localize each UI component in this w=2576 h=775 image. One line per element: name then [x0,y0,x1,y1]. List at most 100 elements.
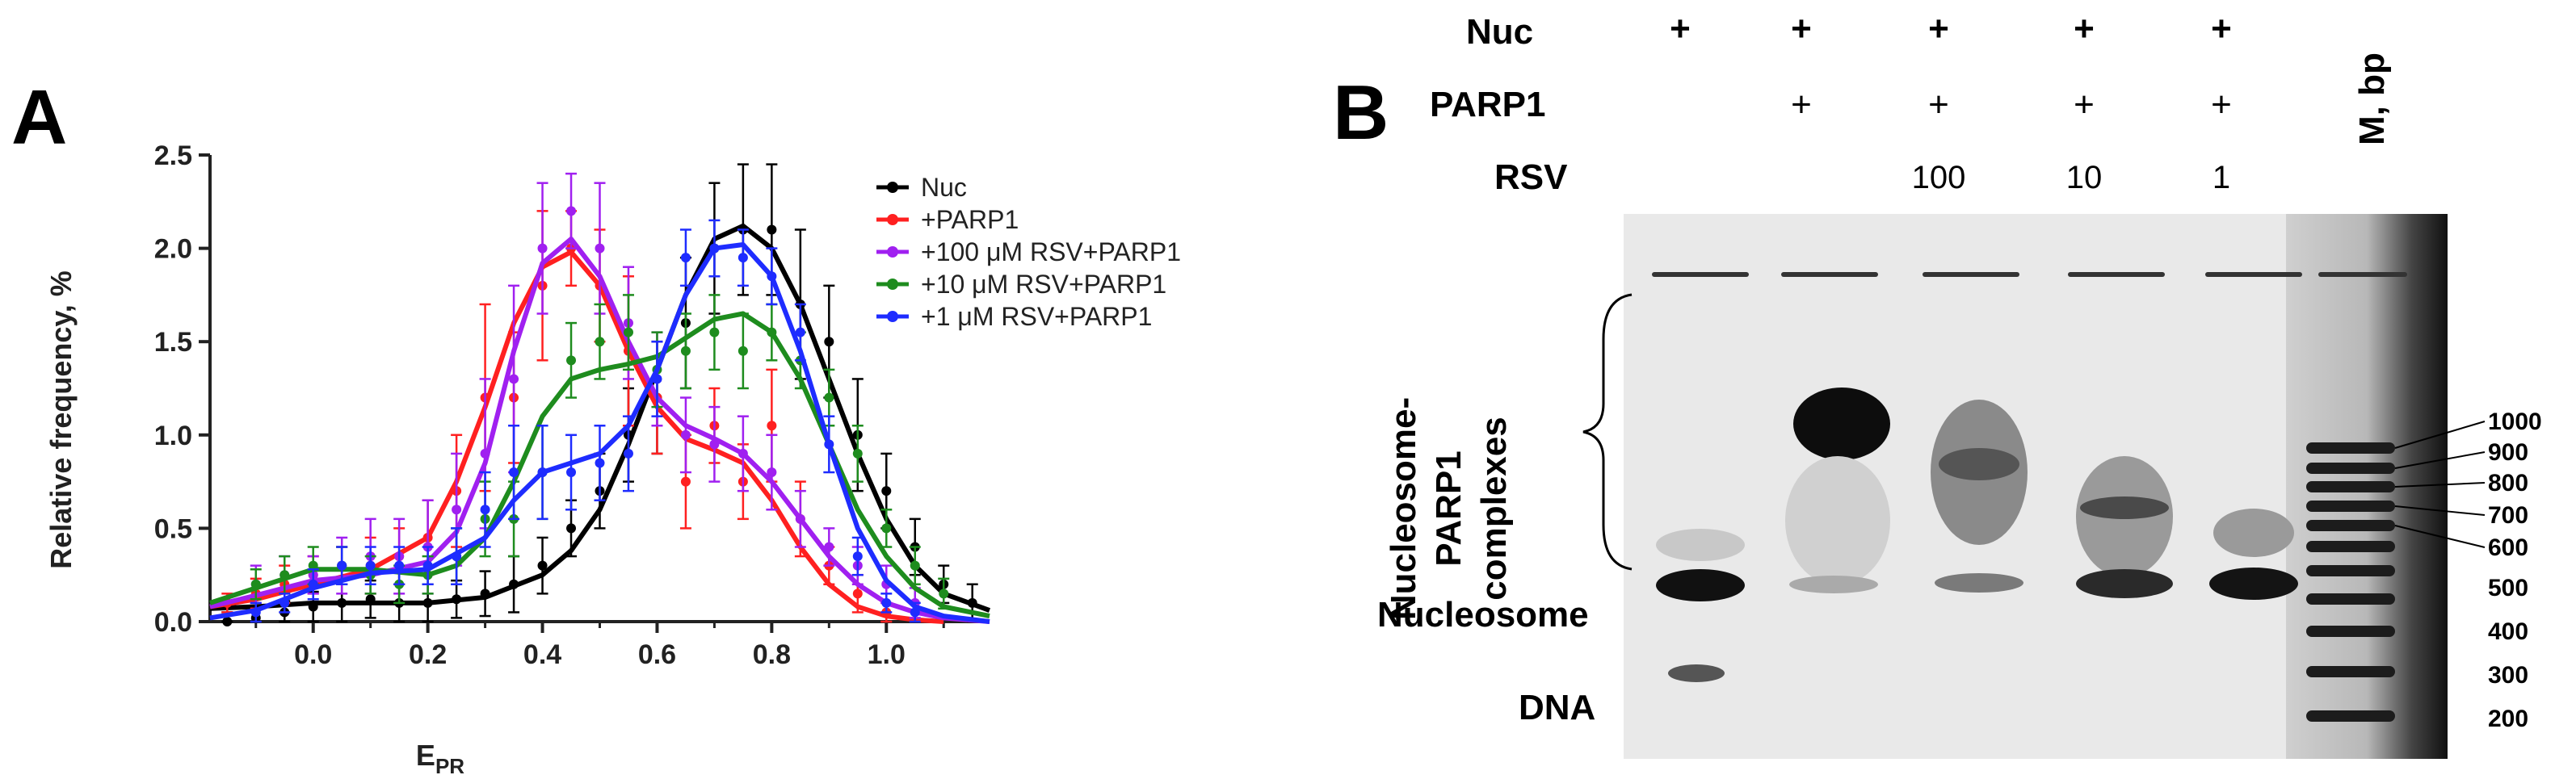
data-point [881,597,892,608]
data-point [422,597,433,608]
ladder-band [2306,626,2395,637]
leader-line [2394,451,2486,469]
data-point [566,355,577,366]
data-point [365,594,376,605]
x-tick-label: 0.0 [294,639,332,670]
legend-swatch-marker [887,214,898,225]
data-point [824,439,834,450]
data-point [337,560,347,571]
data-point [279,570,290,580]
x-tick-label: 1.0 [868,639,906,670]
y-tick-label: 0.5 [154,513,192,544]
chart-legend: Nuc+PARP1+100 μM RSV+PARP1+10 μM RSV+PAR… [876,173,1181,331]
data-point [623,448,633,459]
data-point [509,374,519,384]
data-point [537,560,548,571]
lane5-nuc-mark: + [2211,9,2232,48]
bp-label-300: 300 [2488,662,2529,689]
y-tick-label: 1.5 [154,327,192,358]
legend-swatch-marker [887,246,898,258]
data-point [881,523,892,534]
data-point [595,337,605,347]
well [2205,272,2302,277]
data-point [480,448,490,459]
data-point [595,243,605,253]
well [2068,272,2165,277]
ladder-band [2306,520,2395,531]
nucleosome-band [1656,569,1745,601]
data-point [623,327,633,337]
data-point [852,551,863,562]
data-point [279,597,290,608]
data-point [767,467,777,478]
data-point [652,374,662,384]
data-point [910,560,920,571]
bp-label-800: 800 [2488,470,2529,496]
row-label-rsv: RSV [1494,157,1568,197]
x-axis-title-subscript: PR [435,754,464,775]
data-point [394,560,405,571]
data-point [824,392,834,403]
ladder-band [2306,666,2395,677]
leader-line [2394,505,2486,516]
smear [1785,456,1890,585]
series-group [209,219,990,624]
data-point [680,253,691,263]
data-point [308,579,318,589]
legend-swatch-marker [887,279,898,290]
data-point [308,601,318,612]
data-point [452,551,462,562]
lane4-parp1-mark: + [2074,85,2095,124]
data-point [480,589,490,599]
data-point [795,513,805,524]
x-axis-title: EPR [416,739,464,775]
data-point [480,505,490,515]
nucleosome-label: Nucleosome [1377,595,1589,635]
lane5-rsv-concentration: 1 [2212,160,2231,195]
y-tick-label: 1.0 [154,421,192,451]
data-point [250,607,261,618]
data-point [537,243,548,253]
data-point [566,523,577,534]
data-point [709,243,720,253]
x-tick-label: 0.6 [638,639,676,670]
data-point [680,346,691,356]
data-point [222,617,233,626]
data-point [595,458,605,468]
lane4-rsv-concentration: 10 [2065,160,2103,195]
fit-curve [209,237,990,624]
complex-smear [2213,509,2294,557]
ladder-band [2306,593,2395,605]
x-axis-title-main: E [416,739,435,772]
data-point [422,560,433,571]
complex-band [2080,496,2169,519]
nucleosome-band [2209,568,2298,600]
well [1781,272,1878,277]
data-point [680,476,691,487]
data-point [509,467,519,478]
lane2-parp1-mark: + [1791,85,1812,124]
data-point [939,589,949,599]
fit-curve [209,311,990,619]
bp-label-900: 900 [2488,439,2529,466]
bp-label-1000: 1000 [2488,408,2542,435]
dna-label: DNA [1519,688,1596,727]
data-point [767,224,777,235]
row-label-parp1: PARP1 [1430,85,1546,124]
ladder-band [2306,481,2395,492]
lane3-parp1-mark: + [1928,85,1949,124]
data-point [881,486,892,496]
data-point [337,597,347,608]
lane2-nuc-mark: + [1791,9,1812,48]
ladder-band [2306,541,2395,552]
data-point [824,337,834,347]
row-label-nuc: Nuc [1466,12,1534,52]
data-point [738,346,748,356]
data-point [738,253,748,263]
legend-entry: Nuc [921,173,967,202]
well [2318,272,2407,277]
nucleosome-band [1935,573,2023,593]
